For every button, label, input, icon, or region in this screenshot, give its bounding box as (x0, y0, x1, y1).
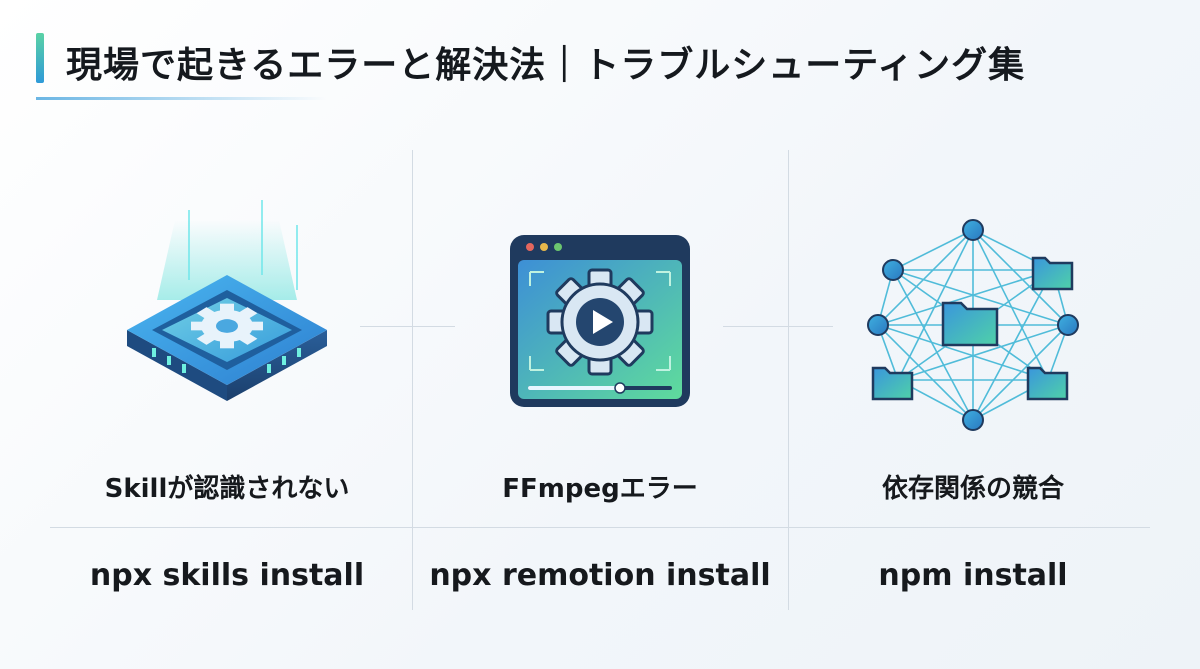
title-accent-bar (36, 33, 44, 83)
issue-label: 依存関係の競合 (881, 474, 1064, 504)
gear-chip-icon (127, 200, 327, 401)
fix-command: npx skills install (89, 558, 365, 593)
header: 現場で起きるエラーと解決法｜トラブルシューティング集 (36, 30, 1166, 86)
icon-area (788, 180, 1158, 470)
fix-command: npx remotion install (429, 558, 771, 593)
fix-command: npm install (878, 558, 1068, 593)
issue-label: FFmpegエラー (502, 474, 698, 504)
icon-area (415, 180, 785, 470)
row-divider (50, 527, 1150, 528)
connector-line-2 (723, 326, 833, 327)
column-ffmpeg: FFmpegエラー npx remotion install (415, 150, 785, 620)
issue-label: Skillが認識されない (104, 474, 350, 504)
column-dependency: 依存関係の競合 npm install (788, 150, 1158, 620)
column-divider-1 (412, 150, 413, 610)
folder-network-icon (867, 219, 1079, 431)
icon-area (42, 180, 412, 470)
column-skill: Skillが認識されない npx skills install (42, 150, 412, 620)
column-divider-2 (788, 150, 789, 610)
video-gear-window-icon (510, 235, 690, 407)
page-title: 現場で起きるエラーと解決法｜トラブルシューティング集 (66, 45, 1026, 86)
connector-line-1 (360, 326, 455, 327)
header-underline (36, 97, 326, 100)
